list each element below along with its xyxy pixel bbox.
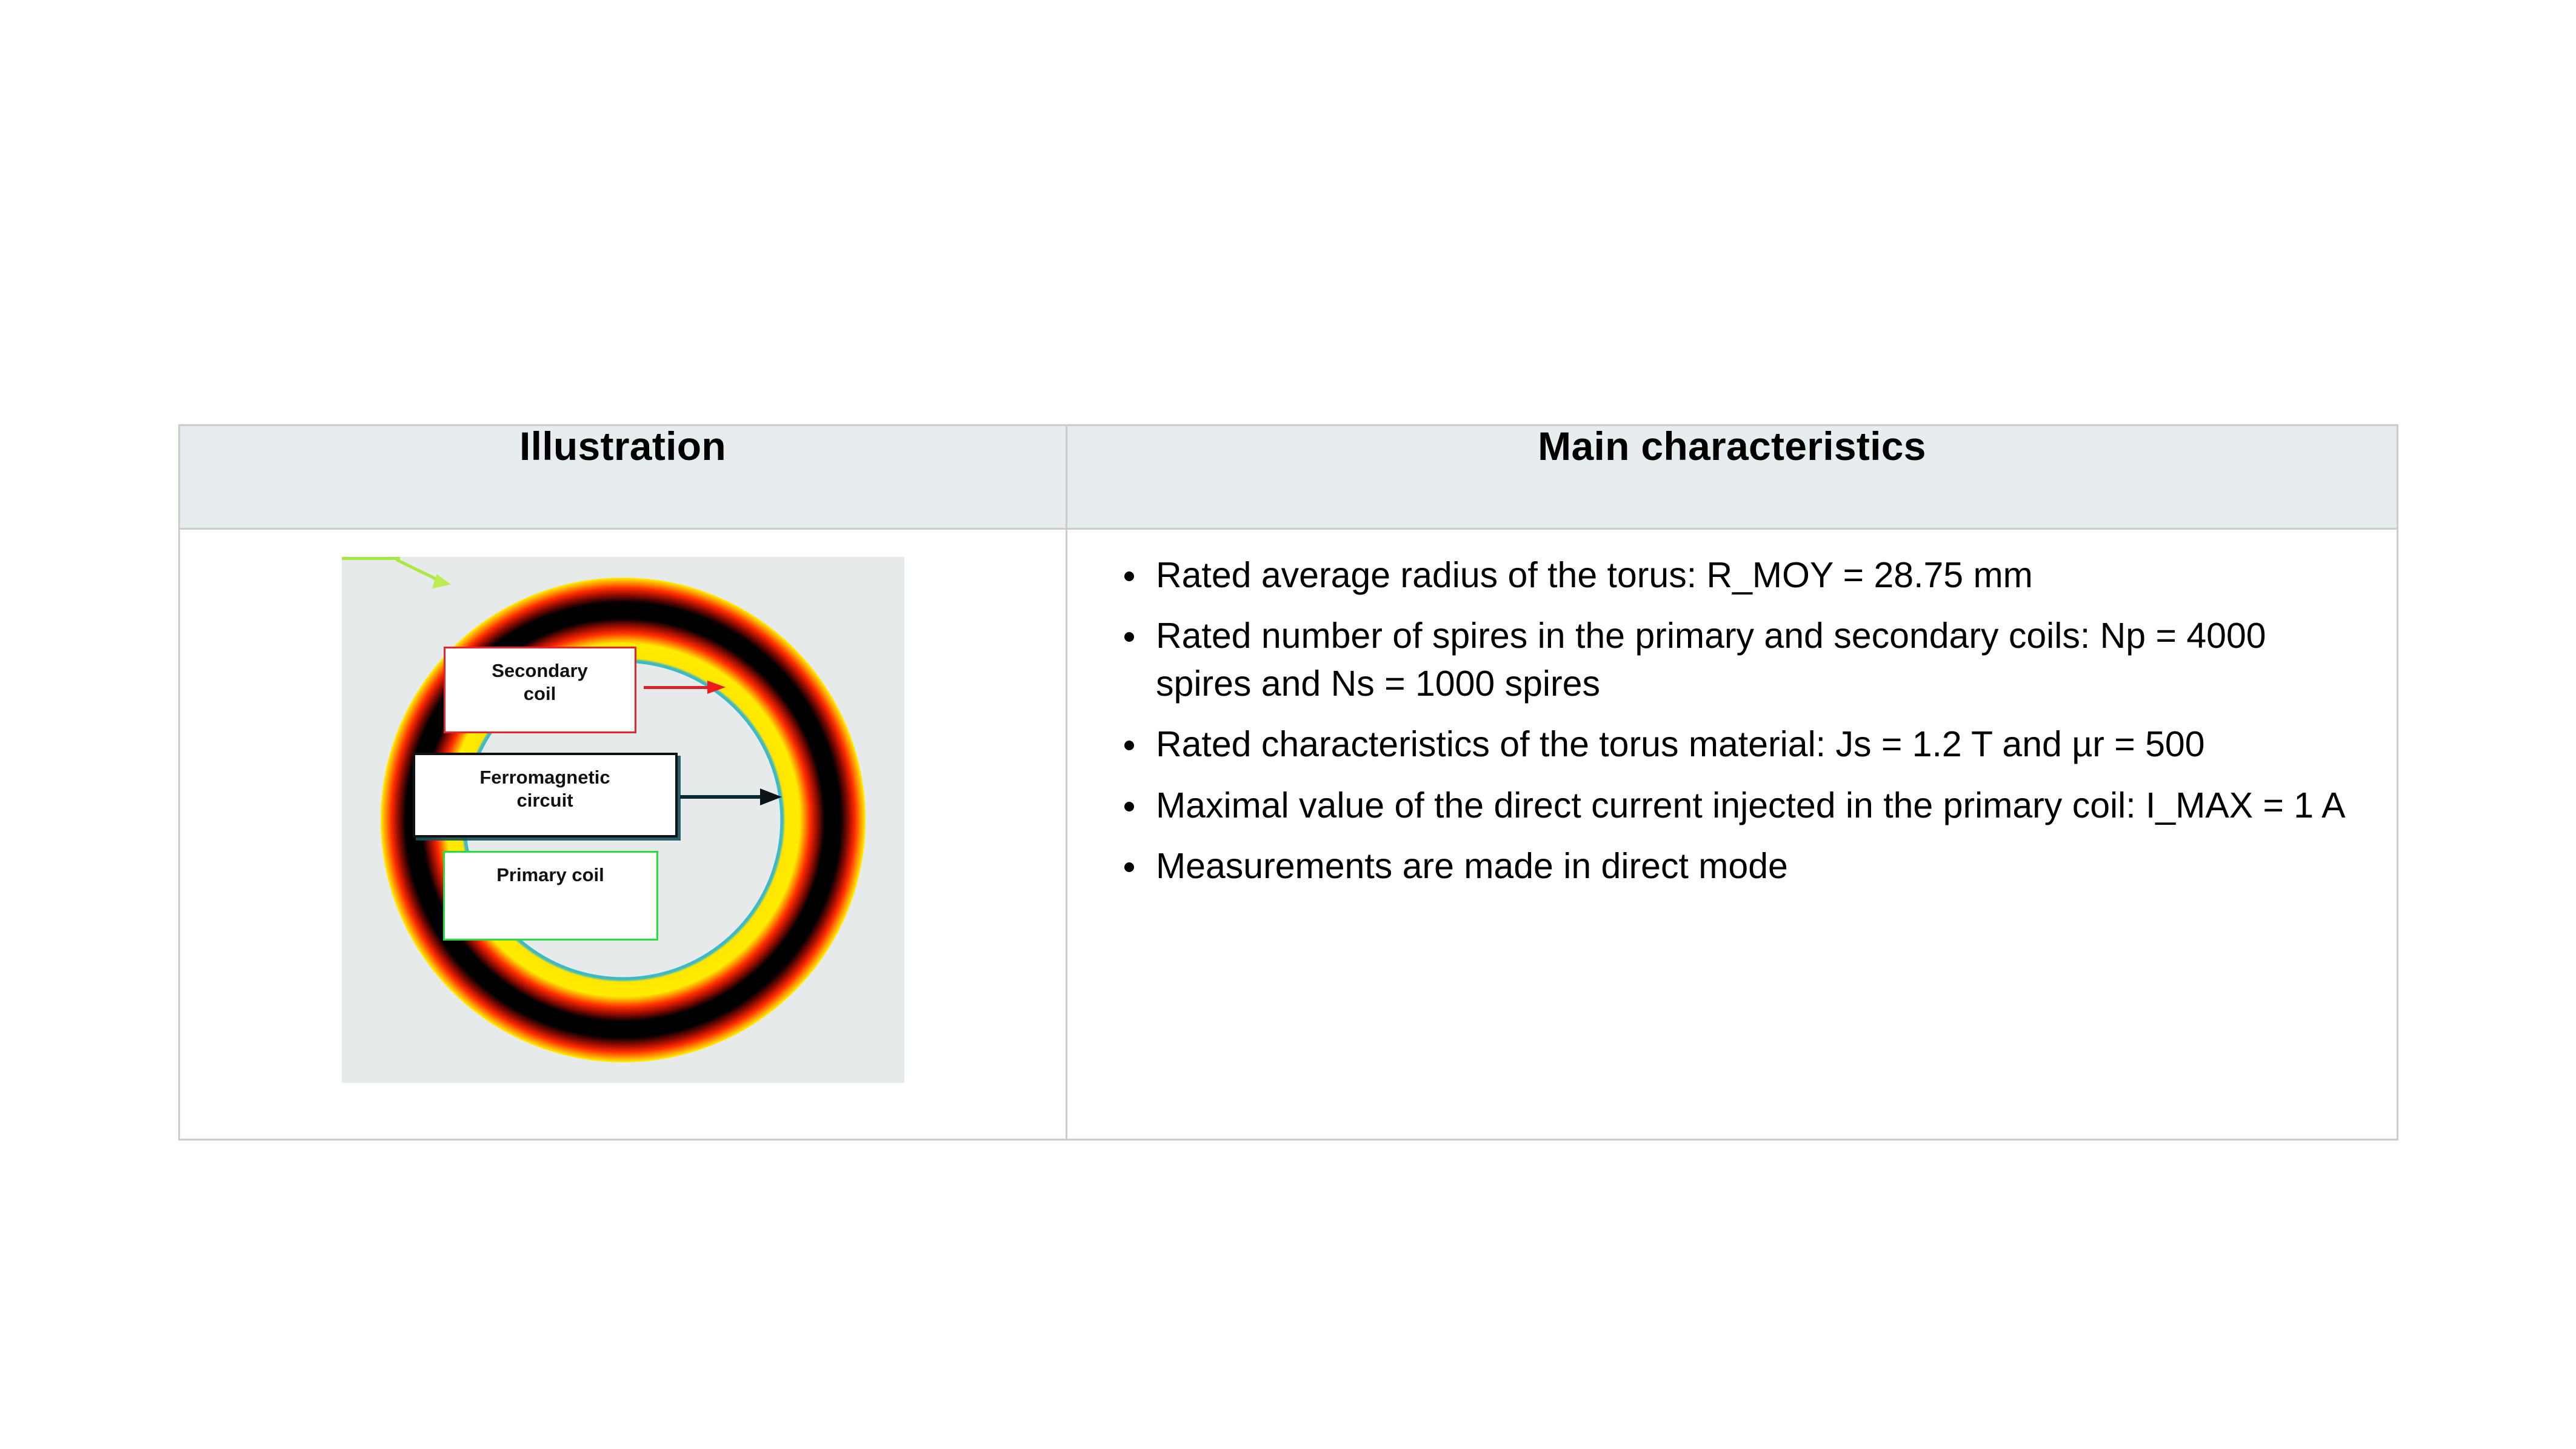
column-header-illustration-label: Illustration [519, 424, 726, 468]
characteristics-cell: Rated average radius of the torus: R_MOY… [1066, 528, 2398, 1141]
column-header-illustration: Illustration [178, 424, 1067, 530]
table-body-row: Secondary coil Ferromagnetic circuit [178, 528, 2398, 1141]
arrow-head [707, 681, 726, 694]
column-header-characteristics-label: Main characteristics [1538, 424, 1926, 468]
list-item: Maximal value of the direct current inje… [1099, 782, 2360, 829]
arrow-shaft [679, 795, 765, 799]
list-item: Rated average radius of the torus: R_MOY… [1099, 551, 2360, 599]
table-header-row: Illustration Main characteristics [178, 424, 2398, 530]
label-box-primary-coil: Primary coil [442, 851, 658, 941]
characteristics-wrapper: Rated average radius of the torus: R_MOY… [1067, 530, 2397, 890]
label-secondary-coil-line2: coil [523, 682, 556, 704]
characteristics-list: Rated average radius of the torus: R_MOY… [1099, 551, 2360, 890]
label-secondary-coil-line1: Secondary [492, 660, 588, 681]
list-item: Rated number of spires in the primary an… [1099, 612, 2360, 707]
arrow-shaft-segment-1 [341, 557, 400, 560]
arrow-shaft [643, 686, 712, 689]
label-primary-coil-line1: Primary coil [496, 864, 604, 885]
arrow-head [759, 788, 782, 805]
illustration-cell: Secondary coil Ferromagnetic circuit [178, 528, 1067, 1141]
column-header-characteristics: Main characteristics [1066, 424, 2398, 530]
list-item: Measurements are made in direct mode [1099, 842, 2360, 890]
label-ferromagnetic-circuit-line2: circuit [516, 789, 573, 811]
toroidal-transformer-figure: Secondary coil Ferromagnetic circuit [341, 557, 904, 1083]
list-item: Rated characteristics of the torus mater… [1099, 721, 2360, 768]
arrow-primary-coil-icon [341, 557, 453, 605]
specification-table: Illustration Main characteristics Second… [178, 424, 2398, 1141]
arrow-shaft-segment-2 [395, 558, 439, 582]
label-box-secondary-coil: Secondary coil [443, 647, 636, 733]
label-ferromagnetic-circuit-line1: Ferromagnetic [479, 767, 610, 788]
illustration-wrapper: Secondary coil Ferromagnetic circuit [180, 530, 1066, 1139]
label-box-ferromagnetic-circuit: Ferromagnetic circuit [412, 753, 678, 838]
